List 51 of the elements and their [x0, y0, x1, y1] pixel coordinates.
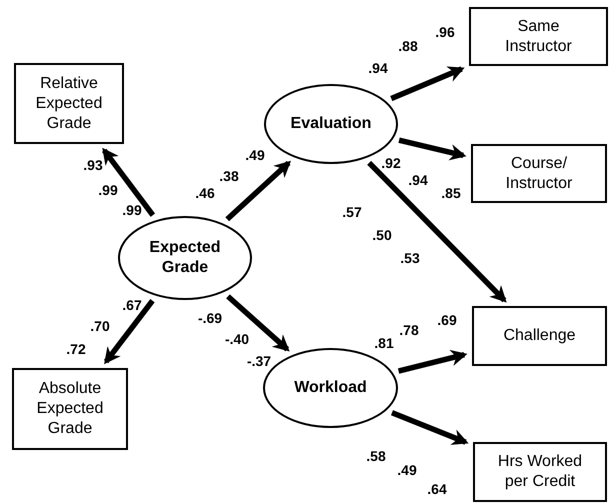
- indicator-box: [473, 442, 607, 502]
- arrow: [390, 66, 465, 102]
- loading-value: .72: [66, 342, 86, 356]
- indicator-name: Relative Expected Grade: [34, 74, 104, 134]
- loading-value: .81: [374, 336, 394, 350]
- indicator-box: [472, 306, 607, 366]
- loading-value: .67: [122, 298, 142, 312]
- loading-value: .94: [368, 61, 388, 75]
- loading-value: .50: [372, 228, 392, 242]
- loading-value: .58: [366, 449, 386, 463]
- loading-value: .64: [427, 482, 447, 496]
- indicator-box: [471, 144, 607, 203]
- loading-value: .70: [90, 319, 110, 333]
- loading-value: .99: [98, 183, 118, 197]
- loading-value: .96: [435, 25, 455, 39]
- indicator-name: Challenge: [503, 326, 576, 346]
- indicator-box: [12, 368, 128, 450]
- loading-value: -.40: [224, 332, 250, 346]
- loading-value: .57: [342, 205, 362, 219]
- factor-name: Workload: [294, 378, 367, 398]
- loading-value: .46: [195, 186, 215, 200]
- loading-value: .38: [219, 169, 239, 183]
- loading-value: .92: [381, 156, 401, 170]
- loading-value: -.69: [198, 311, 222, 325]
- loading-value: .78: [399, 323, 419, 337]
- loading-value: -.37: [246, 354, 272, 368]
- arrow: [102, 148, 156, 217]
- loading-value: .49: [245, 148, 265, 162]
- indicator-name: Absolute Expected Grade: [36, 379, 104, 439]
- arrow: [390, 410, 469, 445]
- loading-value: .69: [437, 313, 457, 327]
- indicator-box: [469, 7, 608, 66]
- arrow: [367, 160, 507, 303]
- loading-value: .88: [398, 39, 418, 53]
- factor-name: Expected Grade: [148, 238, 222, 278]
- arrow: [226, 294, 290, 352]
- indicator-name: Hrs Worked per Credit: [496, 452, 584, 492]
- loading-value: .99: [122, 203, 142, 217]
- loading-value: .85: [441, 186, 461, 200]
- factor-name: Evaluation: [290, 114, 372, 134]
- arrow: [398, 138, 466, 160]
- loading-value: .49: [397, 463, 417, 477]
- indicator-box: [14, 63, 124, 144]
- arrow: [104, 299, 155, 364]
- indicator-name: Course/ Instructor: [504, 154, 574, 194]
- loading-value: .94: [408, 173, 428, 187]
- arrow: [225, 160, 291, 222]
- loading-value: .53: [400, 251, 420, 265]
- indicator-name: Same Instructor: [504, 16, 573, 56]
- loading-value: .93: [83, 158, 103, 172]
- arrow: [398, 350, 468, 374]
